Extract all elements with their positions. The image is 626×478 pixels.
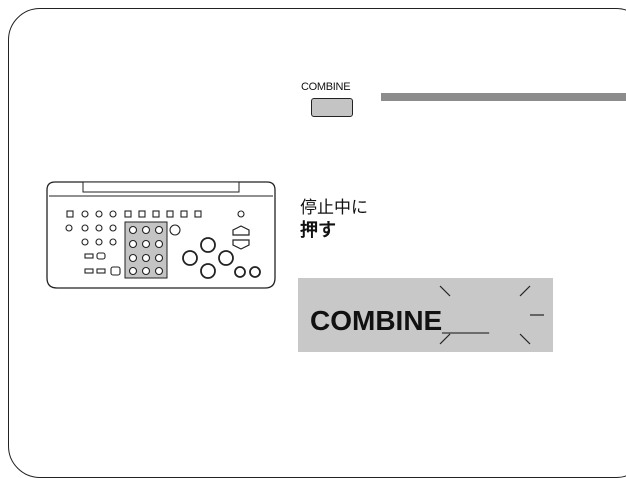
remote-control-icon [46,181,276,289]
combine-button-label: COMBINE [301,81,351,93]
combine-button[interactable] [311,98,353,117]
leader-bar [381,93,626,101]
display-panel [298,278,553,352]
display-text: COMBINE___ [310,305,489,336]
blinking-cursor-icon [439,285,544,345]
instruction-line1: 停止中に [300,198,368,218]
instruction-line2: 押す [300,220,336,241]
